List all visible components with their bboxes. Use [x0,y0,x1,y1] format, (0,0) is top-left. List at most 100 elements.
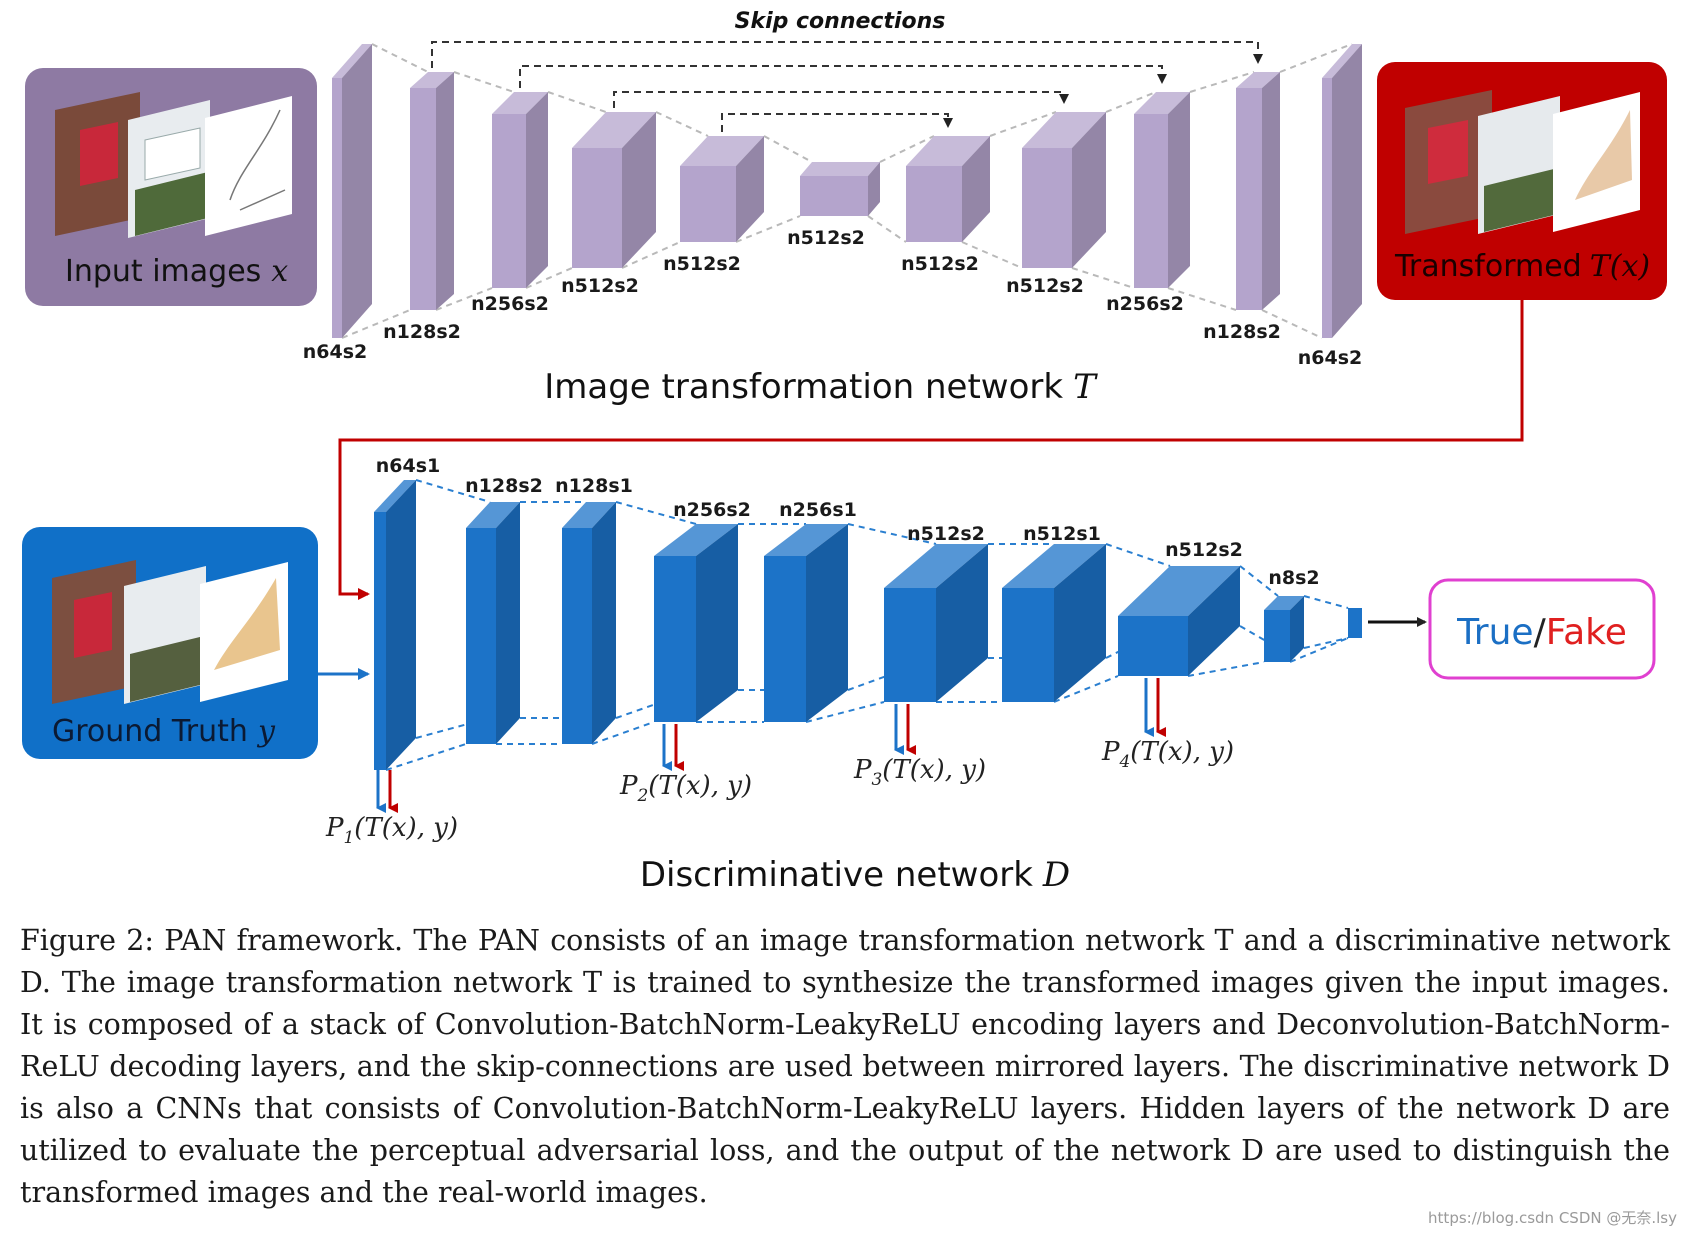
discriminator-connector-top [415,479,491,503]
transformed-image-shoe-thumbnail [1553,92,1640,232]
ground-truth-brick-thumbnail [52,560,136,704]
generator-layer [906,136,990,242]
discriminator-layer-label: n512s2 [1165,539,1243,561]
discriminator-layer [562,502,616,744]
generator-layer-label: n64s2 [1298,347,1363,369]
generator-connector-top [655,111,709,137]
discriminator-layer-label: n256s2 [673,499,751,521]
watermark: https://blog.csdn CSDN @无奈.lsy [1428,1209,1677,1227]
generator-connector-bottom [525,267,573,289]
discriminator-layer-label: n64s1 [376,455,441,477]
skip-connection-arrow [431,41,1263,68]
generator-layer-label: n512s2 [561,275,639,297]
generator-connector-top [453,71,515,93]
generator-connector-top [1189,71,1255,93]
input-image-brick-thumbnail [55,92,140,236]
discriminator-layer-label: n256s1 [779,499,857,521]
generator-connector-top [371,43,429,73]
figure-caption: Figure 2: PAN framework. The PAN consist… [20,924,1670,1209]
discriminator-connector-back [1303,637,1349,649]
skip-connections [431,41,1263,132]
generator-layer-labels: n64s2 n128s2 n256s2 n512s2 n512s2 n512s2 n512s… [303,227,1363,369]
transformed-image-van-thumbnail [1478,96,1560,234]
skip-connections-label: Skip connections [735,9,946,34]
true-fake-box: True/Fake [1428,578,1656,680]
generator-layer [800,162,880,216]
ground-truth-van-thumbnail [124,566,206,704]
perceptual-loss-label: P2(T(x), y) [619,771,752,806]
discriminator-layer-label: n128s1 [555,475,633,497]
generator-connector-top [1105,91,1157,113]
perceptual-loss-taps: P1(T(x), y) P2(T(x), y) P3(T(x), y) P4(T(x)… [325,678,1234,848]
transformed-image-brick-thumbnail [1405,90,1492,234]
generator-layer [1134,92,1190,288]
discriminator-layer [654,524,738,722]
generator-layer [332,44,372,338]
discriminator-connectors [385,479,1349,771]
generator-layer [1022,112,1106,268]
generator-layer [410,72,454,310]
discriminator-layer [1118,566,1240,676]
discriminator-layer-labels: n64s1 n128s2 n128s1 n256s2 n256s1 n512s2 n512s… [376,455,1320,589]
generator-layer-label: n512s2 [901,253,979,275]
discriminator-connector-top [1303,595,1349,609]
discriminator-layer [466,502,520,744]
generator-layers [332,44,1362,338]
discriminator-layer-label: n128s2 [465,475,543,497]
generator-connector-bottom [735,215,801,243]
discriminator-connector-top [1105,543,1171,567]
transformed-to-discriminator-arrow [338,300,1524,600]
discriminator-layer-label: n8s2 [1268,567,1319,589]
discriminator-connector-bottom [1187,661,1265,677]
generator-connector-top [989,111,1057,137]
generator-connector-top [1279,43,1353,73]
generator-layer-label: n512s2 [1006,275,1084,297]
ground-truth-shoe-thumbnail [200,562,288,702]
generator-connector-top [879,135,935,163]
discriminator-layer-label: n512s2 [907,523,985,545]
generator-layer-label: n256s2 [471,293,549,315]
generator-connectors [341,43,1353,339]
true-fake-label: True/Fake [1456,612,1627,653]
generator-connector-bottom [1167,287,1237,311]
discriminator-layers [374,480,1362,770]
discriminator-output-unit [1348,608,1362,638]
generator-connector-bottom [1261,309,1323,339]
generator-connector-top [763,135,813,163]
generator-layer [1322,44,1362,338]
discriminator-layer [764,524,848,722]
perceptual-loss-label: P1(T(x), y) [325,813,458,848]
discriminator-connector-bottom [385,743,467,771]
input-image-shoe-sketch-thumbnail [205,96,292,236]
discriminator-layer [884,544,988,702]
generator-connector-top [547,91,607,113]
discriminator-connector-top [847,523,937,545]
skip-connection-arrow [721,113,953,132]
discriminator-layer [374,480,416,770]
perceptual-loss-label: P3(T(x), y) [853,755,986,790]
discriminator-connector-top [615,501,697,525]
generator-layer [680,136,764,242]
discriminator-layer [1264,596,1304,662]
perceptual-loss-label: P4(T(x), y) [1101,737,1234,772]
generator-layer-label: n128s2 [1203,321,1281,343]
skip-connection-arrow [613,91,1069,108]
generator-layer-label: n256s2 [1106,293,1184,315]
generator-layer [492,92,548,288]
generator-layer-label: n64s2 [303,341,368,363]
discriminator-connector-back [415,717,491,739]
generator-layer [1236,72,1280,310]
generator-layer-label: n512s2 [663,253,741,275]
pan-diagram-svg: n64s2 n128s2 n256s2 n512s2 n512s2 n512s2 n512s… [22,9,1667,895]
generator-layer-label: n512s2 [787,227,865,249]
discriminator-connector-bottom [805,701,885,723]
skip-connection-arrow [519,65,1167,88]
input-image-van-thumbnail [128,100,210,238]
generator-layer-label: n128s2 [383,321,461,343]
discriminator-layer-label: n512s1 [1023,523,1101,545]
